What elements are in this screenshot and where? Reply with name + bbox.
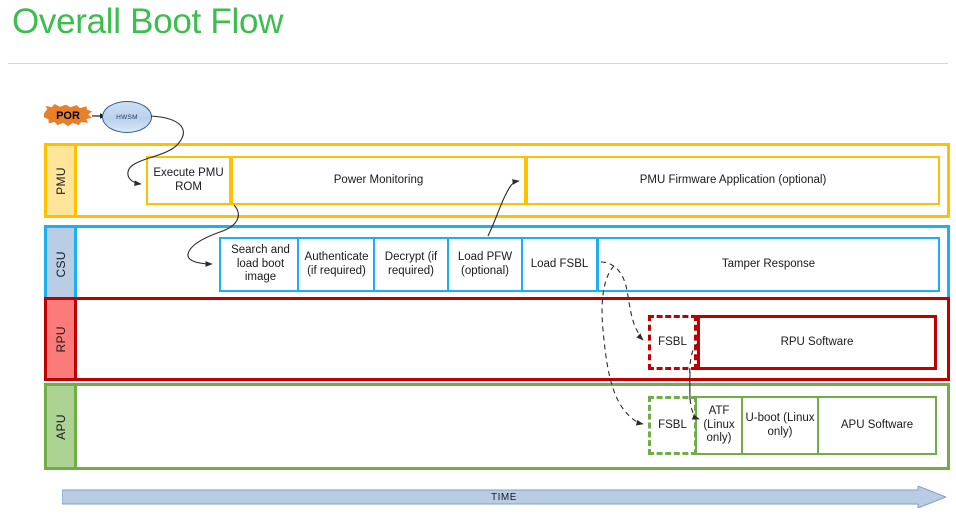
stage-label: Load FSBL [530, 257, 589, 270]
stage-label: Load PFW (optional) [457, 250, 513, 277]
lane-label-apu: APU [47, 386, 77, 467]
stage-tamper-response[interactable]: Tamper Response [597, 237, 940, 292]
stage-label: FSBL [658, 335, 687, 348]
time-axis-arrow [62, 486, 946, 508]
por-burst: POR [44, 104, 92, 127]
stage-label: Power Monitoring [333, 173, 424, 186]
stage-label: U-boot (Linux only) [745, 411, 815, 438]
stage-label: Execute PMU ROM [153, 166, 224, 193]
lane-label-rpu: RPU [47, 300, 77, 378]
lane-label-apu-text: APU [53, 413, 68, 440]
stage-atf[interactable]: ATF (Linux only) [695, 396, 743, 455]
stage-label: FSBL [658, 418, 687, 431]
lane-label-pmu: PMU [47, 146, 77, 215]
title-divider [8, 63, 948, 64]
stage-execute-pmu-rom[interactable]: Execute PMU ROM [146, 156, 231, 205]
stage-power-monitoring[interactable]: Power Monitoring [231, 156, 526, 205]
stage-label: ATF (Linux only) [703, 405, 735, 445]
stage-rpu-fsbl[interactable]: FSBL [648, 315, 697, 370]
lane-label-rpu-text: RPU [53, 325, 68, 353]
stage-decrypt[interactable]: Decrypt (if required) [373, 237, 449, 292]
stage-label: Search and load boot image [231, 244, 290, 284]
stage-label: PMU Firmware Application (optional) [639, 173, 827, 186]
stage-authenticate[interactable]: Authenticate (if required) [297, 237, 376, 292]
stage-rpu-software[interactable]: RPU Software [697, 315, 937, 370]
stage-label: Authenticate (if required) [304, 250, 369, 277]
stage-label: APU Software [840, 418, 914, 431]
stage-label: Decrypt (if required) [384, 250, 438, 277]
stage-u-boot[interactable]: U-boot (Linux only) [741, 396, 819, 455]
stage-search-and-load-boot-image[interactable]: Search and load boot image [219, 237, 302, 292]
stage-label: Tamper Response [721, 257, 816, 270]
stage-label: RPU Software [780, 335, 854, 348]
stage-load-pfw[interactable]: Load PFW (optional) [447, 237, 523, 292]
stage-load-fsbl[interactable]: Load FSBL [521, 237, 598, 292]
stage-apu-software[interactable]: APU Software [817, 396, 937, 455]
stage-apu-fsbl[interactable]: FSBL [648, 396, 697, 455]
lane-label-csu: CSU [47, 228, 77, 300]
lane-label-pmu-text: PMU [53, 166, 68, 195]
lane-label-csu-text: CSU [53, 250, 68, 278]
page-title: Overall Boot Flow [12, 2, 284, 41]
hwsm-node: HWSM [102, 101, 152, 133]
stage-pmu-firmware-application[interactable]: PMU Firmware Application (optional) [526, 156, 940, 205]
